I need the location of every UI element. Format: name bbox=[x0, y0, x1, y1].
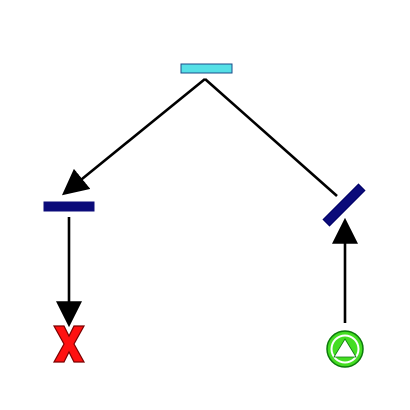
nodes bbox=[43, 63, 366, 368]
node-fail[interactable] bbox=[52, 325, 86, 363]
edge-top-to-left bbox=[61, 77, 206, 196]
edge-top-to-right bbox=[204, 78, 338, 197]
node-right-bar[interactable] bbox=[322, 183, 366, 227]
green-up-triangle-icon bbox=[326, 330, 364, 368]
node-start[interactable] bbox=[326, 330, 364, 368]
node-left-bar[interactable] bbox=[43, 201, 95, 212]
red-x-icon bbox=[52, 325, 86, 363]
node-top-bar[interactable] bbox=[180, 63, 233, 74]
edges bbox=[56, 77, 358, 328]
